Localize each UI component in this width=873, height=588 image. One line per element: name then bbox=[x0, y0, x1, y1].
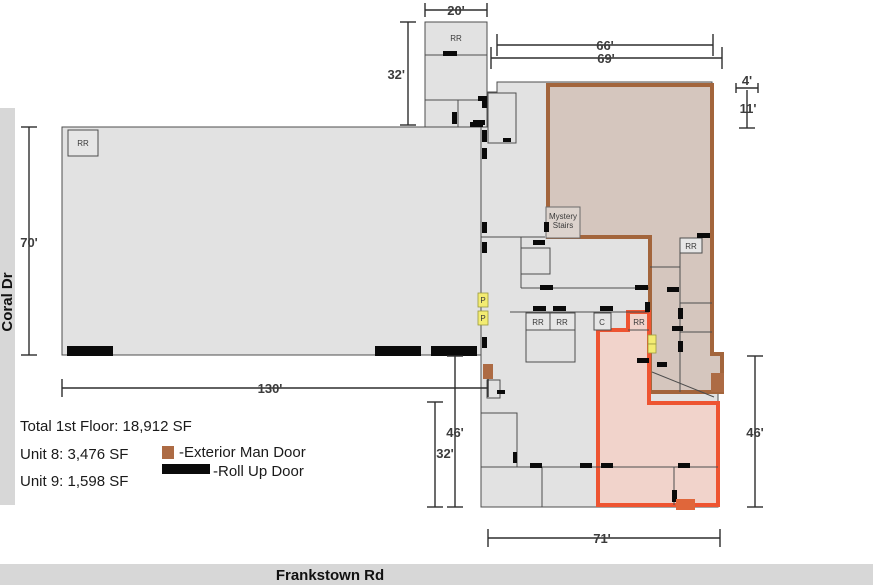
legend-man-door-label: -Exterior Man Door bbox=[179, 444, 306, 461]
legend-unit9: Unit 9: 1,598 SF bbox=[20, 473, 128, 490]
rr-label: RR bbox=[556, 318, 568, 327]
unit8-rr-room bbox=[679, 237, 703, 254]
exterior-man-doors bbox=[483, 364, 724, 510]
dim-32-top: 32' bbox=[387, 67, 405, 82]
left-building bbox=[61, 126, 482, 356]
unit9-door-icon bbox=[676, 499, 695, 510]
dim-71: 71' bbox=[593, 531, 611, 546]
c-room bbox=[593, 312, 612, 331]
man-door-icon bbox=[711, 373, 724, 392]
rr-label: RR bbox=[450, 34, 462, 43]
roll-up-door bbox=[375, 346, 421, 356]
legend-total: Total 1st Floor: 18,912 SF bbox=[20, 418, 192, 435]
frankstown-rd-label: Frankstown Rd bbox=[276, 567, 384, 584]
dim-4: 4' bbox=[742, 73, 752, 88]
dim-66: 66' bbox=[596, 38, 614, 53]
coral-dr-label: Coral Dr bbox=[0, 272, 16, 331]
ramp-diagonal bbox=[651, 371, 715, 398]
buildings bbox=[61, 21, 723, 508]
dimension-lines: 20' 32' 66' 69' 4' 11' 70' 130' 46' 32' … bbox=[20, 3, 764, 547]
rr-label: RR bbox=[532, 318, 544, 327]
dim-69: 69' bbox=[597, 51, 615, 66]
p-label: P bbox=[480, 296, 485, 305]
dim-130: 130' bbox=[258, 381, 283, 396]
dim-20: 20' bbox=[447, 3, 465, 18]
roll-up-door bbox=[431, 346, 477, 356]
roll-up-doors bbox=[67, 346, 477, 356]
p-markers: P P bbox=[477, 292, 657, 354]
legend: Total 1st Floor: 18,912 SF Unit 8: 3,476… bbox=[20, 418, 306, 490]
p-label: P bbox=[480, 314, 485, 323]
coral-dr-road bbox=[0, 108, 15, 505]
rr-label: RR bbox=[633, 318, 645, 327]
legend-roll-up-icon bbox=[162, 464, 210, 474]
dim-46-center: 46' bbox=[446, 425, 464, 440]
mystery-stairs-label-1: Mystery bbox=[549, 212, 577, 221]
man-door-icon bbox=[483, 364, 493, 379]
c-label: C bbox=[599, 318, 605, 327]
left-building-rr-room bbox=[67, 129, 99, 157]
legend-roll-up-label: -Roll Up Door bbox=[213, 463, 304, 480]
rr-label: RR bbox=[685, 242, 697, 251]
room-labels: RR RR RR RR RR C RR Mystery Stairs bbox=[77, 34, 697, 327]
legend-man-door-icon bbox=[162, 446, 174, 459]
roll-up-door bbox=[67, 346, 113, 356]
dim-32-center: 32' bbox=[436, 446, 454, 461]
door-marks bbox=[443, 51, 710, 502]
mystery-stairs-label-2: Stairs bbox=[553, 221, 573, 230]
mystery-stairs-room bbox=[545, 206, 581, 239]
dim-70: 70' bbox=[20, 235, 38, 250]
rr-label: RR bbox=[77, 139, 89, 148]
dim-46-right: 46' bbox=[746, 425, 764, 440]
frankstown-rd-road bbox=[0, 564, 873, 585]
dim-11: 11' bbox=[740, 101, 757, 116]
unit9-region bbox=[596, 310, 720, 507]
roads: Coral Dr Frankstown Rd bbox=[0, 108, 873, 585]
legend-unit8: Unit 8: 3,476 SF bbox=[20, 446, 128, 463]
